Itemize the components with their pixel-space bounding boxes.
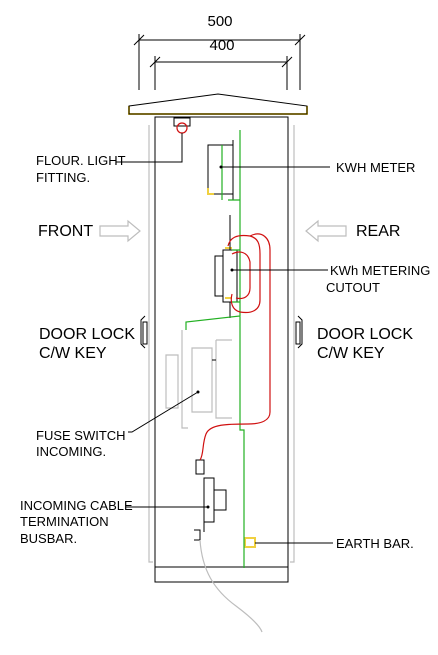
label-earth-bar: EARTH BAR. <box>336 536 414 551</box>
dimension-500: 500 <box>133 13 306 90</box>
label-door-lock-left-2: C/W KEY <box>39 345 107 362</box>
front-arrow-icon <box>99 219 141 243</box>
fuse-switch-symbol <box>165 330 232 429</box>
leader-fuse-dot <box>196 390 200 394</box>
label-fuse-switch-2: INCOMING. <box>36 444 106 459</box>
cabinet-body <box>148 116 295 583</box>
label-kwh-meter: KWH METER <box>336 160 415 175</box>
leader-light <box>116 137 183 163</box>
label-flour-light-2: FITTING. <box>36 170 90 185</box>
label-fuse-switch-1: FUSE SWITCH <box>36 428 126 443</box>
earth-wire <box>185 130 245 568</box>
label-rear: REAR <box>356 223 400 240</box>
rear-arrow-icon <box>305 219 347 243</box>
label-door-lock-left-1: DOOR LOCK <box>39 326 135 343</box>
earth-bar-symbol <box>244 537 256 548</box>
live-wire <box>199 233 271 461</box>
leader-cutout-dot <box>230 268 234 272</box>
leader-fuse <box>128 391 199 433</box>
dimension-400: 400 <box>149 37 293 90</box>
dimension-400-text: 400 <box>209 37 234 54</box>
label-kwh-cutout-2: CUTOUT <box>326 280 380 295</box>
incoming-cable <box>199 539 263 633</box>
kwh-meter-symbol <box>207 140 234 200</box>
cabinet-roof <box>128 93 308 115</box>
door-lock-right-symbol <box>295 315 303 349</box>
label-door-lock-right-2: C/W KEY <box>317 345 385 362</box>
label-incoming-cable-2: TERMINATION <box>20 514 109 529</box>
label-door-lock-right-1: DOOR LOCK <box>317 326 413 343</box>
leader-kwh-meter-dot <box>219 165 223 169</box>
label-kwh-cutout-1: KWh METERING <box>330 263 430 278</box>
label-incoming-cable-1: INCOMING CABLE <box>20 498 133 513</box>
leader-incoming-dot <box>206 505 210 509</box>
label-incoming-cable-3: BUSBAR. <box>20 531 77 546</box>
incoming-termination-symbol <box>194 459 227 541</box>
dimension-500-text: 500 <box>207 13 232 30</box>
label-front: FRONT <box>38 223 93 240</box>
light-fitting-symbol <box>173 117 191 137</box>
label-flour-light-1: FLOUR. LIGHT <box>36 153 126 168</box>
live-wire-loop <box>231 251 251 300</box>
door-lock-left-symbol <box>140 315 148 349</box>
